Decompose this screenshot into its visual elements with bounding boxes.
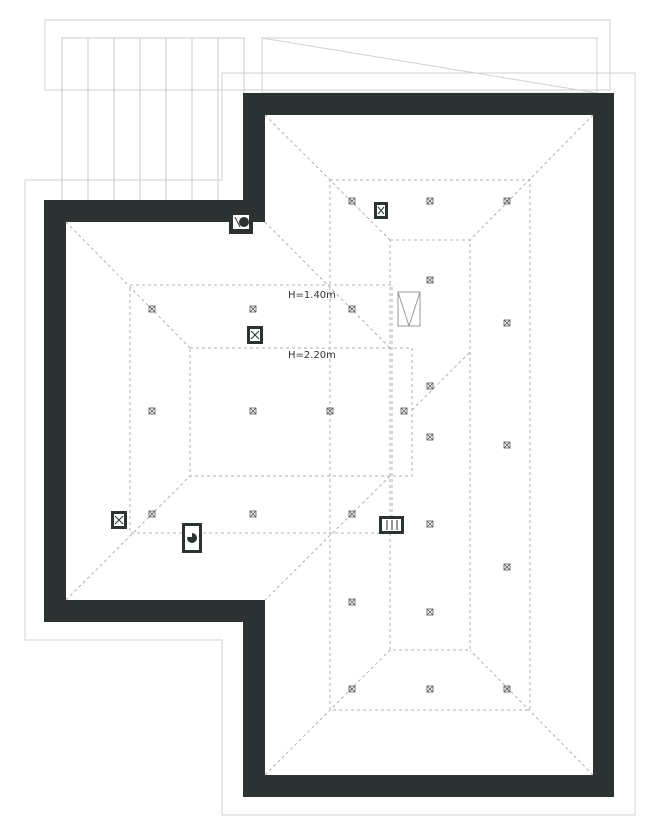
terrace-diagonal [261,37,598,94]
boiler-icon [182,523,202,553]
ceiling-light-point-icon [426,276,434,284]
ceiling-light-point-icon [249,407,257,415]
ceiling-light-point-icon [426,197,434,205]
ceiling-light-point-icon [503,685,511,693]
ceiling-light-point-icon [249,305,257,313]
ceiling-light-point-icon [348,197,356,205]
ceiling-light-point-icon [249,510,257,518]
ceiling-light-point-icon [348,510,356,518]
ceiling-light-point-icon [503,197,511,205]
radiator-icon [379,516,404,534]
height-label-low: H=1.40m [288,290,336,301]
ceiling-light-point-icon [503,563,511,571]
ceiling-light-point-icon [426,608,434,616]
roof-lines [65,114,594,776]
ventilation-duct-icon [247,326,263,344]
ceiling-light-point-icon [503,319,511,327]
ceiling-light-point-icon [148,510,156,518]
height-line-low [129,284,393,534]
exterior-walls [44,93,614,797]
ceiling-light-point-icon [426,382,434,390]
ridge-zone-right [329,179,531,711]
ceiling-light-points [148,197,511,693]
ceiling-light-point-icon [148,305,156,313]
ridge-zone-inner [389,239,471,651]
eave-outline-top [44,19,611,91]
ceiling-light-point-icon [348,305,356,313]
ceiling-light-point-icon [400,407,408,415]
ceiling-light-point-icon [348,685,356,693]
height-label-high: H=2.20m [288,350,336,361]
ceiling-light-point-icon [348,598,356,606]
ceiling-light-point-icon [426,433,434,441]
ceiling-light-point-icon [426,520,434,528]
staircase-icon [61,37,245,204]
ceiling-light-point-icon [326,407,334,415]
ceiling-light-point-icon [503,441,511,449]
ventilation-duct-icon [111,511,127,529]
chimney-icon [229,212,253,234]
ceiling-light-point-icon [148,407,156,415]
ceiling-light-point-icon [426,685,434,693]
ventilation-duct-icon [374,202,388,219]
roof-window-icon [397,291,421,327]
eave-outline-main [24,72,636,816]
height-line-high [189,347,413,477]
